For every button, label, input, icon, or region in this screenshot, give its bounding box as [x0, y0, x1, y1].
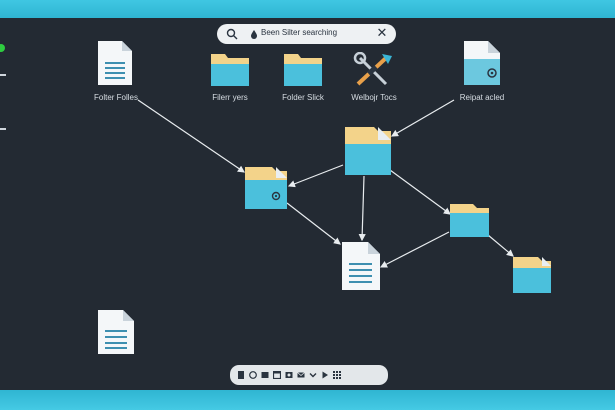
window-top-border — [0, 0, 615, 18]
play-icon[interactable] — [321, 370, 329, 380]
folder-icon[interactable] — [344, 126, 392, 176]
desktop-icon-label: Welbojr Tocs — [351, 93, 397, 102]
desktop-icon-label: Reipat acled — [459, 93, 505, 102]
folder-icon[interactable] — [283, 50, 323, 87]
close-icon[interactable]: ✕ — [376, 26, 388, 41]
doc-file-icon[interactable] — [96, 308, 136, 356]
mail-icon[interactable] — [297, 370, 305, 380]
folder-icon[interactable] — [210, 50, 250, 87]
doc-file-icon[interactable] — [96, 39, 134, 87]
image-icon[interactable] — [261, 370, 269, 380]
doc-settings-icon[interactable] — [462, 39, 502, 87]
folder-settings-icon[interactable] — [244, 166, 288, 210]
status-indicator-icon — [0, 44, 5, 52]
photo-icon[interactable] — [285, 370, 293, 380]
taskbar-dock — [230, 365, 388, 385]
doc-file-icon[interactable] — [340, 240, 382, 292]
droplet-icon — [251, 30, 257, 39]
grid-icon[interactable] — [333, 370, 341, 380]
chevron-down-icon[interactable] — [309, 370, 317, 380]
search-input[interactable]: Been Silter searching — [261, 28, 338, 37]
edge-marker — [0, 128, 6, 130]
desktop-icon-label: Folter Folles — [93, 93, 138, 102]
window-icon[interactable] — [273, 370, 281, 380]
folder-icon[interactable] — [449, 201, 490, 238]
file-icon[interactable] — [237, 370, 245, 380]
folder-icon[interactable] — [512, 256, 552, 294]
search-icon — [226, 28, 238, 40]
window-bottom-border — [0, 390, 615, 410]
tools-icon[interactable] — [352, 52, 394, 88]
desktop-icon-label: Folder Slick — [282, 93, 324, 102]
search-bar[interactable]: Been Silter searching — [217, 24, 396, 44]
edge-marker — [0, 74, 6, 76]
clock-icon[interactable] — [249, 370, 257, 380]
desktop-icon-label: Filerr yers — [212, 93, 248, 102]
